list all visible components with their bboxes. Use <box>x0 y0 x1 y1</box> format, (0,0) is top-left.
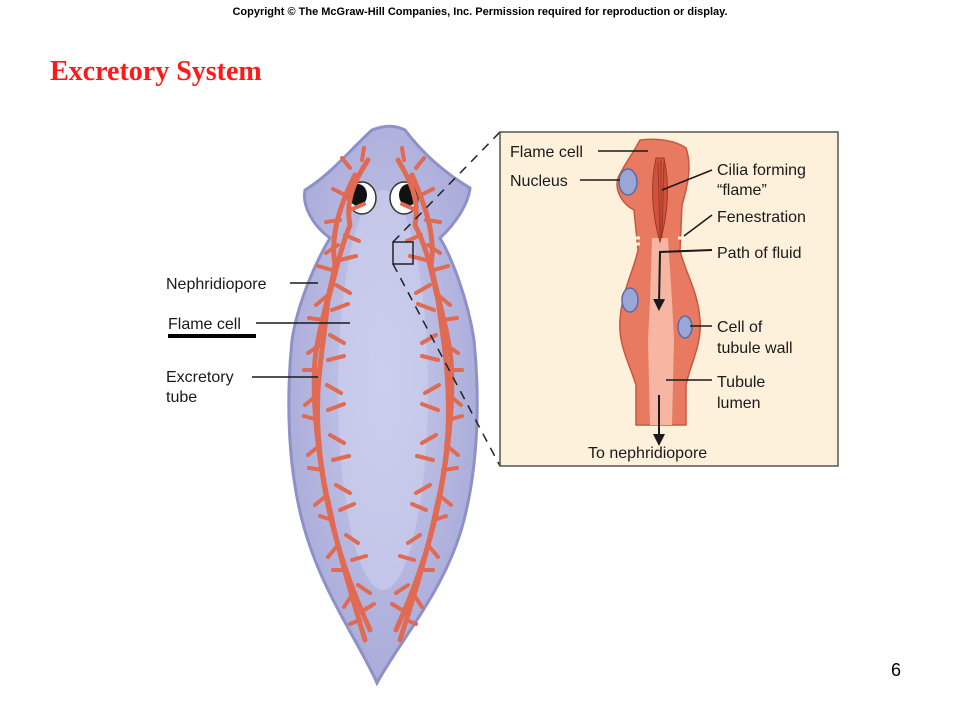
zoom-line-bottom <box>392 263 501 467</box>
inset-label-tubule-lumen-line1: Tubule <box>717 374 765 391</box>
inset-label-path-of-fluid: Path of fluid <box>717 245 802 262</box>
fluid-path-arrow <box>653 249 713 311</box>
inset-label-flame-cell: Flame cell <box>510 144 583 161</box>
flame-cell-inset: Flame cell Nucleus Cilia forming “flame”… <box>499 131 839 467</box>
label-excretory-tube-line1: Excretory <box>166 369 234 386</box>
nucleus-flame-cell <box>618 168 638 196</box>
nucleus-wall-right <box>677 315 693 339</box>
label-flame-cell-body: Flame cell <box>168 316 241 333</box>
slide-title: Excretory System <box>50 56 262 87</box>
page-number: 6 <box>891 660 902 680</box>
excretory-tubules <box>302 146 464 643</box>
inset-leader-lines <box>580 150 713 381</box>
inset-label-fenestration: Fenestration <box>717 209 806 226</box>
copyright-notice: Copyright © The McGraw-Hill Companies, I… <box>232 6 728 18</box>
body-leader-lines <box>252 282 350 378</box>
label-excretory-tube-line2: tube <box>166 389 197 406</box>
inset-label-nucleus: Nucleus <box>510 173 568 190</box>
inset-label-cell-wall-line2: tubule wall <box>717 340 793 357</box>
inset-label-cell-wall-line1: Cell of <box>717 319 763 336</box>
inset-label-tubule-lumen-line2: lumen <box>717 395 761 412</box>
inset-label-to-nephridiopore: To nephridiopore <box>588 445 707 462</box>
zoom-box <box>392 241 414 265</box>
cilia-strands <box>657 160 665 239</box>
inset-label-cilia-line2: “flame” <box>717 182 767 199</box>
body-center-light <box>338 190 428 590</box>
fenestration-gaps <box>634 236 684 246</box>
inset-label-cilia-line1: Cilia forming <box>717 162 806 179</box>
label-nephridiopore: Nephridiopore <box>166 276 267 293</box>
nucleus-wall-left <box>621 287 639 313</box>
tubule-lumen <box>648 238 674 425</box>
